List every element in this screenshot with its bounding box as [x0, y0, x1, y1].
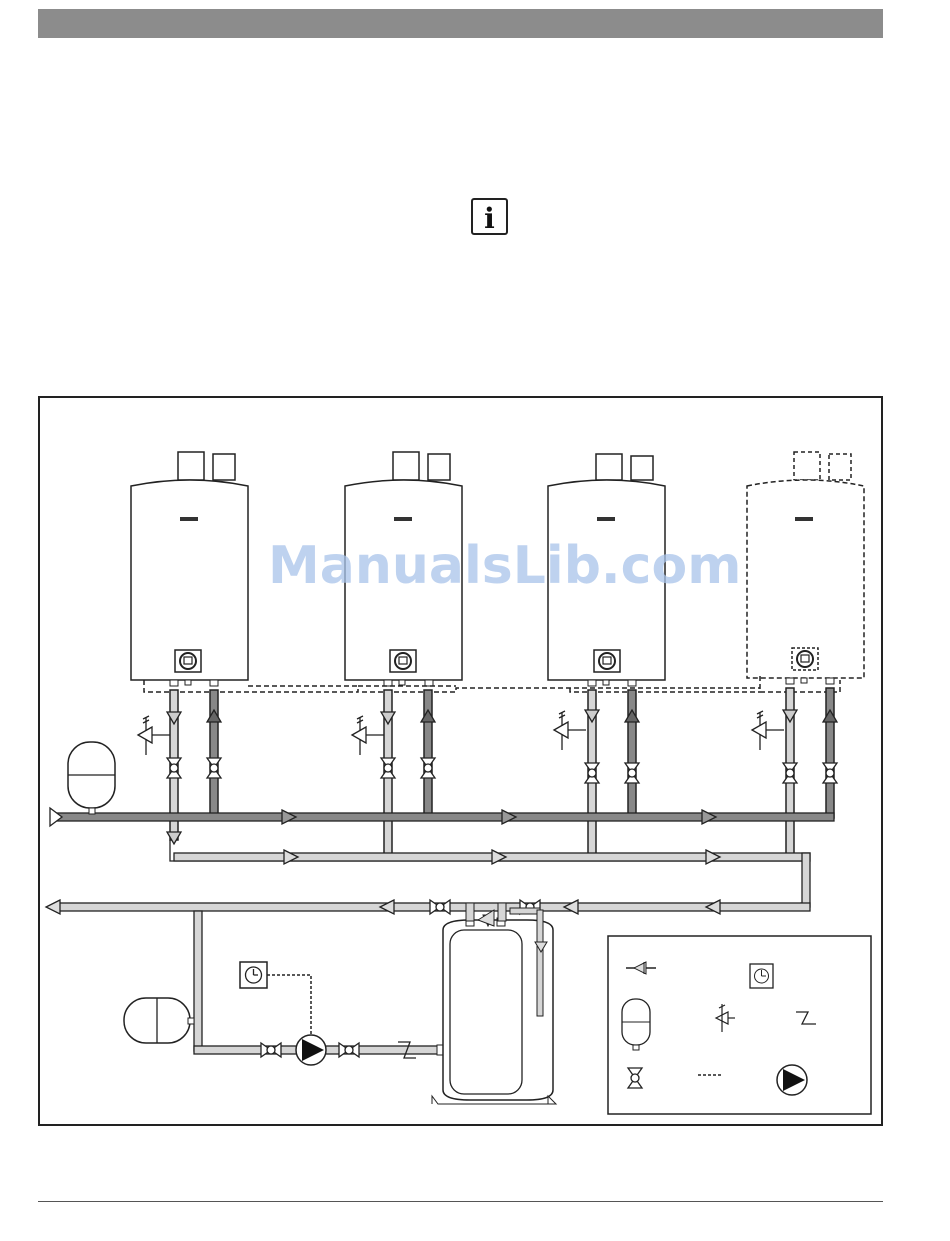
water-heater-4-optional [747, 452, 864, 684]
expansion-tank-supply [68, 742, 115, 814]
hot-outlet-main [46, 900, 810, 914]
relief-valves [138, 711, 784, 755]
circulator-pump [296, 1035, 326, 1065]
hot-collection-main [170, 840, 810, 907]
cold-supply-main [50, 808, 834, 826]
water-heater-1 [131, 452, 248, 686]
legend-expansion-tank [622, 999, 650, 1050]
isolation-valves-vertical [167, 758, 837, 783]
symbol-legend [608, 936, 871, 1114]
pump-timer [240, 962, 311, 1035]
expansion-tank-recirc [124, 998, 194, 1043]
footer-rule [38, 1201, 883, 1202]
storage-tank [432, 903, 556, 1104]
legend-circulator-pump [777, 1065, 807, 1095]
legend-timer [750, 964, 773, 988]
heater-supply-pipes [170, 688, 834, 855]
watermark: ManualsLib.com [268, 536, 741, 596]
